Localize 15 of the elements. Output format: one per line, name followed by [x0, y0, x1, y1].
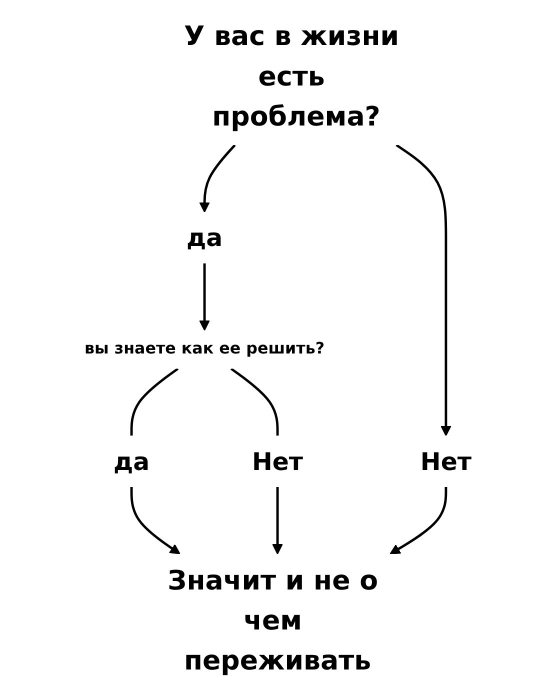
- node-text: Нет: [420, 446, 472, 476]
- connector: [230, 368, 279, 436]
- arrow: [396, 144, 452, 436]
- arrow: [130, 486, 180, 554]
- arrow: [272, 486, 283, 554]
- arrow: [199, 263, 210, 331]
- node-text: вы знаете как ее решить?: [84, 340, 325, 358]
- node-text: У вас в жизни есть проблема?: [184, 22, 400, 133]
- connector: [130, 368, 179, 436]
- node-text: да: [186, 223, 223, 252]
- node-text: да: [113, 446, 150, 476]
- node-text: Нет: [252, 446, 304, 476]
- arrow: [390, 486, 448, 554]
- node-text: Значит и не о чем переживать: [168, 566, 378, 678]
- arrow: [199, 144, 236, 213]
